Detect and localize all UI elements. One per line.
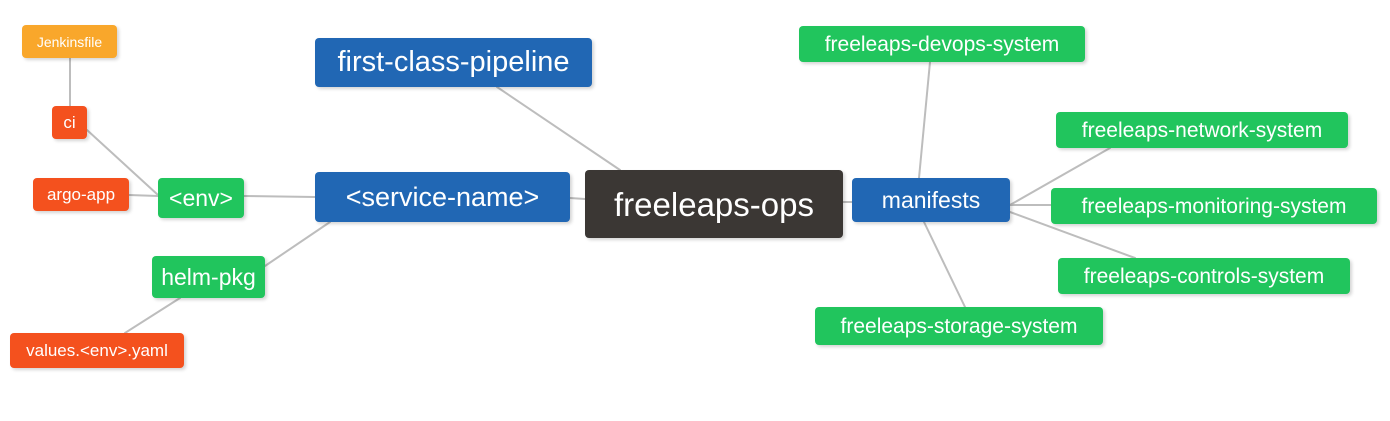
node-label-freeleaps-monitoring-system: freeleaps-monitoring-system [1081,194,1347,218]
node-freeleaps-devops-system[interactable]: freeleaps-devops-system [799,26,1085,62]
node-ci[interactable]: ci [52,106,87,139]
node-freeleaps-ops[interactable]: freeleaps-ops [585,170,843,238]
node-freeleaps-storage-system[interactable]: freeleaps-storage-system [815,307,1103,345]
node-label-helm-pkg: helm-pkg [161,263,256,290]
node-label-service-name: <service-name> [345,181,540,212]
node-freeleaps-controls-system[interactable]: freeleaps-controls-system [1058,258,1350,294]
node-label-argo-app: argo-app [46,185,116,204]
node-label-jenkinsfile: Jenkinsfile [36,33,103,50]
node-service-name[interactable]: <service-name> [315,172,570,222]
node-label-values-env-yaml: values.<env>.yaml [26,341,168,360]
node-label-freeleaps-ops: freeleaps-ops [614,185,814,223]
node-label-first-class-pipeline: first-class-pipeline [337,46,570,78]
node-freeleaps-network-system[interactable]: freeleaps-network-system [1056,112,1348,148]
node-env[interactable]: <env> [158,178,244,218]
node-freeleaps-monitoring-system[interactable]: freeleaps-monitoring-system [1051,188,1377,224]
node-label-freeleaps-controls-system: freeleaps-controls-system [1083,264,1325,288]
node-jenkinsfile[interactable]: Jenkinsfile [22,25,117,58]
node-label-freeleaps-network-system: freeleaps-network-system [1081,118,1323,142]
node-label-freeleaps-devops-system: freeleaps-devops-system [824,32,1060,56]
node-manifests[interactable]: manifests [852,178,1010,222]
node-first-class-pipeline[interactable]: first-class-pipeline [315,38,592,87]
node-argo-app[interactable]: argo-app [33,178,129,211]
node-values-env-yaml[interactable]: values.<env>.yaml [10,333,184,368]
node-label-manifests: manifests [881,186,981,213]
node-label-ci: ci [63,113,76,132]
node-label-env: <env> [169,184,233,211]
node-label-freeleaps-storage-system: freeleaps-storage-system [840,314,1078,338]
node-helm-pkg[interactable]: helm-pkg [152,256,265,298]
